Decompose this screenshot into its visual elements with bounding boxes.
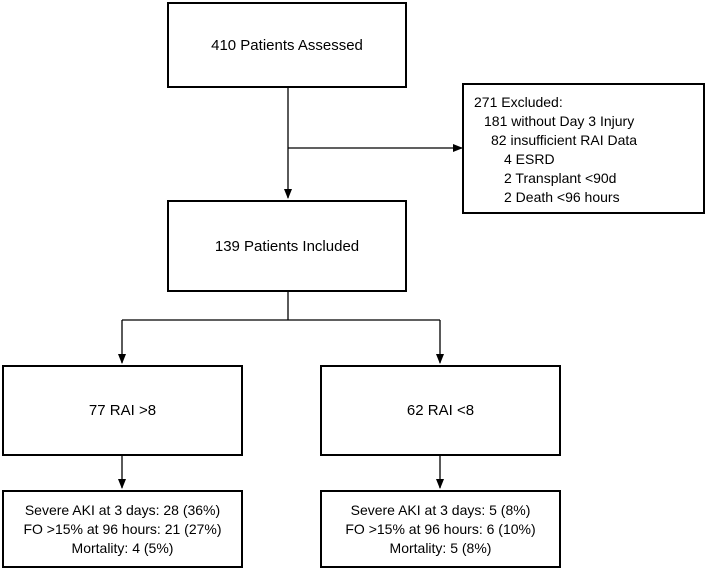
group-box-left: 77 RAI >8 — [2, 365, 243, 456]
outcome-line: Mortality: 4 (5%) — [71, 539, 174, 556]
excluded-item: 181 without Day 3 Injury — [484, 113, 635, 129]
outcome-line: Severe AKI at 3 days: 5 (8%) — [350, 501, 531, 518]
outcome-line: FO >15% at 96 hours: 21 (27%) — [23, 520, 222, 537]
outcome-line: FO >15% at 96 hours: 6 (10%) — [345, 520, 536, 537]
group-box-right: 62 RAI <8 — [320, 365, 561, 456]
group-label: 77 RAI >8 — [88, 402, 157, 419]
outcomes-box-left: Severe AKI at 3 days: 28 (36%) FO >15% a… — [2, 490, 243, 568]
excluded-box: 271 Excluded: 181 without Day 3 Injury 8… — [462, 83, 705, 214]
included-box: 139 Patients Included — [167, 200, 407, 292]
assessed-label: 410 Patients Assessed — [211, 36, 363, 54]
assessed-box: 410 Patients Assessed — [167, 2, 407, 88]
excluded-item: 2 Death <96 hours — [504, 189, 620, 205]
included-label: 139 Patients Included — [214, 237, 360, 255]
outcome-line: Mortality: 5 (8%) — [389, 539, 492, 556]
group-label: 62 RAI <8 — [406, 402, 475, 419]
excluded-item: 4 ESRD — [504, 151, 555, 167]
excluded-item: 82 insufficient RAI Data — [491, 132, 638, 148]
outcomes-box-right: Severe AKI at 3 days: 5 (8%) FO >15% at … — [320, 490, 561, 568]
excluded-item: 2 Transplant <90d — [504, 170, 617, 186]
outcome-line: Severe AKI at 3 days: 28 (36%) — [24, 501, 221, 518]
excluded-title: 271 Excluded: — [474, 94, 563, 110]
